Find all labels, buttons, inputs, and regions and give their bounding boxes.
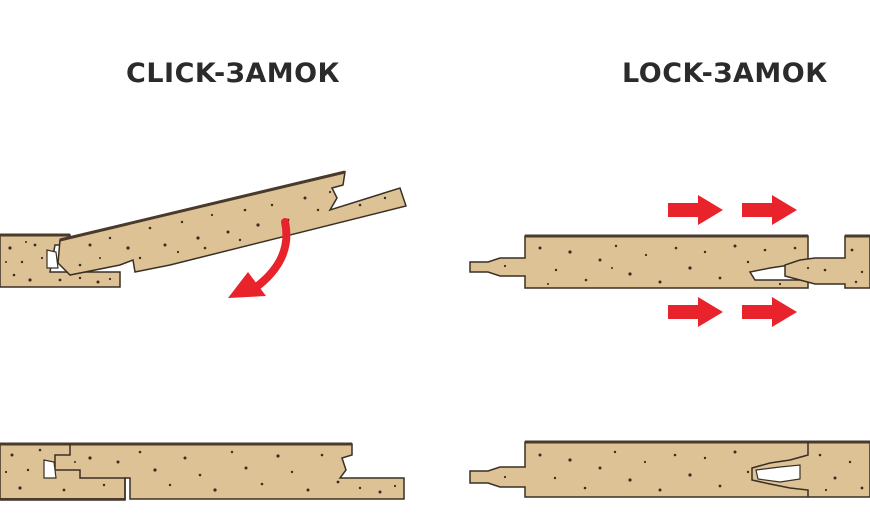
click-groove-gap: [46, 249, 59, 269]
lock-bottom-speckles: [503, 450, 864, 492]
arrow-right-icon: [742, 195, 797, 225]
arrow-right-icon: [668, 195, 723, 225]
lock-push-arrows: [668, 195, 797, 327]
curved-arrow-down-left-icon: [228, 272, 266, 298]
lock-left-speckles: [503, 244, 797, 286]
click-left-speckles: [5, 241, 112, 284]
arrow-right-icon: [742, 297, 797, 327]
lock-right-speckles: [806, 248, 864, 284]
lock-lock-title: LOCK-ЗАМОК: [622, 58, 828, 89]
click-rotate-arrow: [228, 218, 291, 298]
lock-left-board: [469, 234, 809, 289]
lock-joint-line: [751, 442, 809, 497]
lock-locked-gap: [755, 464, 801, 483]
click-right-speckles: [78, 190, 387, 267]
click-right-board-angled: [57, 170, 407, 276]
lock-locked-boards: [469, 440, 870, 498]
click-locked-boards: [0, 442, 405, 501]
click-locked-gap: [43, 459, 57, 479]
click-joint-line: [54, 444, 126, 500]
lock-right-board: [784, 234, 870, 289]
click-lock-title: CLICK-ЗАМОК: [126, 58, 341, 89]
click-bottom-speckles: [4, 448, 397, 494]
arrow-right-icon: [668, 297, 723, 327]
click-left-board: [0, 233, 121, 288]
